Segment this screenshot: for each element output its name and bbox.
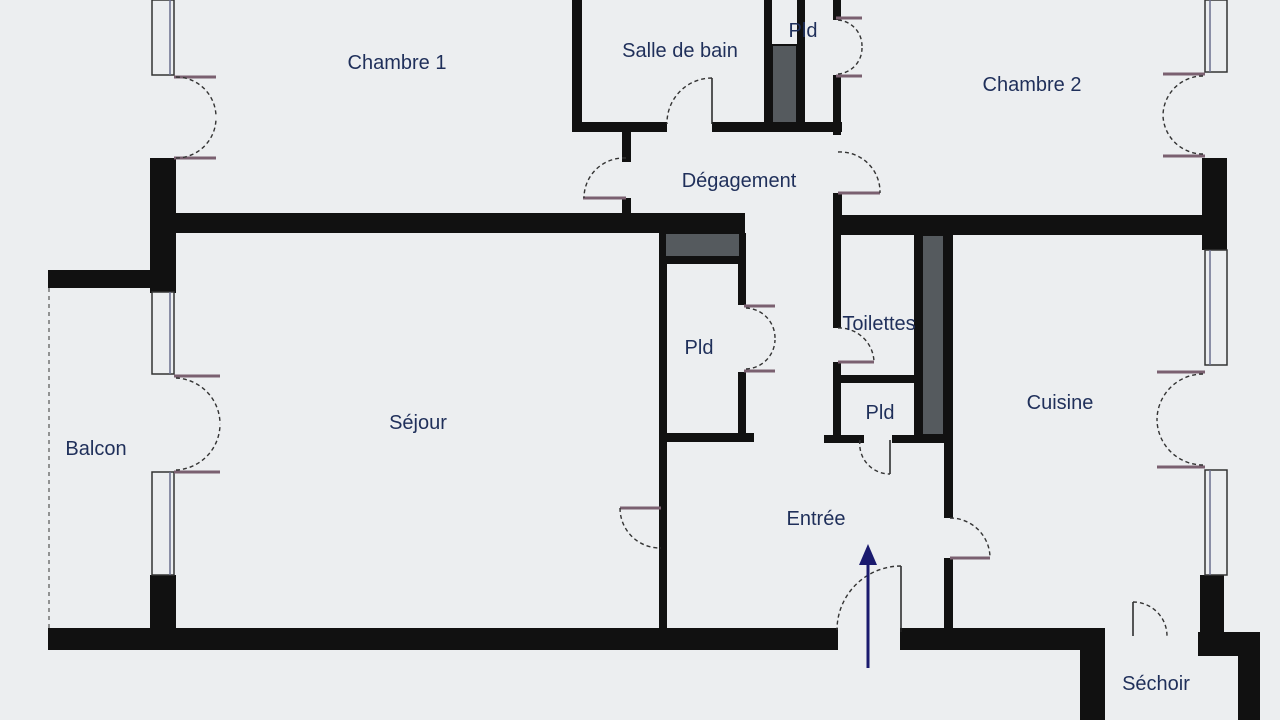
label-entree: Entrée	[787, 508, 846, 530]
wall-pld-central-right-bottom	[738, 372, 746, 440]
door-toilettes	[837, 327, 875, 364]
label-pld-central: Pld	[685, 337, 714, 359]
door-chambre1	[583, 157, 627, 200]
doors	[174, 16, 1205, 637]
wall-right-bottom	[1200, 575, 1224, 645]
label-pld-bain: Pld	[789, 20, 818, 42]
wall-sechoir-right	[1238, 632, 1260, 720]
shafts	[664, 44, 945, 436]
wall-pld-central-top	[665, 257, 740, 264]
door-chambre1-window	[174, 75, 217, 160]
window-cuisine-top	[1204, 249, 1228, 366]
wall-deg-right	[833, 193, 842, 235]
wall-deg-left-bottom	[622, 198, 631, 218]
door-salle-de-bain	[666, 77, 713, 125]
wall-pld-top	[797, 0, 805, 130]
wall-bottom-left	[48, 628, 838, 650]
wall-cuisine-left-top	[944, 233, 953, 518]
door-chambre2	[837, 151, 881, 195]
label-sejour: Séjour	[389, 412, 447, 434]
door-sechoir	[1132, 601, 1168, 637]
walls	[48, 0, 1260, 720]
wall-sejour-right	[659, 233, 667, 629]
door-sejour-window	[174, 374, 221, 474]
window-chambre2-top	[1204, 0, 1228, 73]
shaft-sdb	[771, 44, 798, 124]
label-degagement: Dégagement	[682, 170, 797, 192]
window-sejour-bottom	[151, 471, 175, 576]
wall-pld-toil-bottom-left	[824, 435, 864, 443]
wall-toilettes-right	[914, 233, 922, 443]
entry-arrow	[859, 544, 877, 668]
shaft-toilettes	[921, 234, 945, 436]
label-chambre2: Chambre 2	[983, 74, 1082, 96]
wall-left-lower	[150, 575, 176, 635]
door-pld-central	[744, 304, 776, 373]
wall-balcony-top	[48, 270, 152, 288]
door-cuisine-window	[1156, 370, 1205, 469]
label-chambre1: Chambre 1	[348, 52, 447, 74]
window-cuisine-bottom	[1204, 469, 1228, 576]
door-entree	[836, 565, 902, 632]
windows	[151, 0, 1228, 576]
wall-pld-central-bottom	[659, 433, 754, 442]
label-salle-de-bain: Salle de bain	[622, 40, 738, 62]
label-toilettes: Toilettes	[842, 313, 915, 335]
shaft-central	[664, 232, 741, 258]
room-labels: Chambre 1 Salle de bain Pld Chambre 2 Dé…	[65, 20, 1190, 695]
wall-sdb-right	[764, 0, 772, 130]
window-chambre1-top	[151, 0, 175, 76]
wall-entree-left-bottom	[659, 548, 667, 632]
wall-cuisine-left-bottom	[944, 558, 953, 633]
wall-sechoir-left	[1080, 632, 1105, 720]
door-chambre2-window	[1162, 72, 1205, 158]
wall-sdb-bottom-right	[712, 122, 842, 132]
wall-sdb-bottom-left	[572, 122, 667, 132]
wall-chambre2-cuisine	[838, 215, 1218, 235]
wall-bottom-right	[900, 628, 1105, 650]
wall-toilettes-bottom	[838, 375, 920, 383]
door-cuisine	[949, 517, 991, 560]
wall-pld-central-right-top	[738, 233, 746, 305]
label-pld-toilettes: Pld	[866, 402, 895, 424]
label-cuisine: Cuisine	[1027, 392, 1094, 414]
door-sejour	[619, 506, 662, 549]
wall-chambre1-sejour	[150, 213, 745, 233]
wall-deg-left-top	[622, 130, 631, 162]
wall-sdb-left	[572, 0, 582, 130]
door-pld-toilettes	[859, 439, 891, 475]
wall-right-upper	[1202, 158, 1227, 250]
wall-corridor-right-upper	[833, 233, 841, 328]
door-pld-bain	[836, 16, 863, 78]
wall-pld-right	[833, 75, 841, 135]
label-balcon: Balcon	[65, 438, 126, 460]
window-sejour-top	[151, 291, 175, 375]
label-sechoir: Séchoir	[1122, 673, 1190, 695]
wall-pld-top-right	[833, 0, 841, 20]
wall-corridor-right-lower	[833, 362, 841, 442]
